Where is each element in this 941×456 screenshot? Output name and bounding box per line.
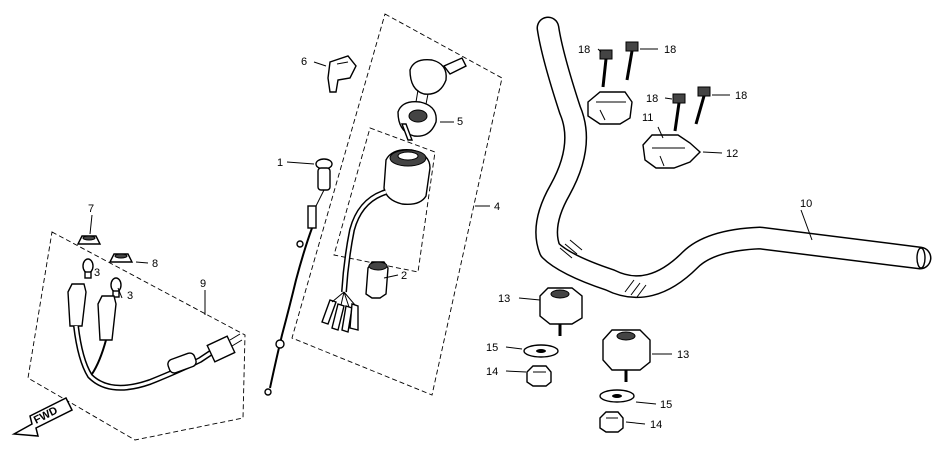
callout-18b: 18 [664, 44, 676, 56]
callout-8: 8 [152, 258, 158, 270]
callout-2: 2 [401, 270, 407, 282]
wire-harness [67, 283, 243, 391]
handlebar [535, 16, 932, 299]
bolt-18c [672, 93, 686, 132]
upper-holder [642, 134, 702, 169]
switch-cover [365, 261, 389, 299]
key [327, 55, 357, 93]
choke-cable [264, 158, 333, 396]
bulb-3b [110, 277, 122, 298]
bulb-3a [82, 258, 94, 279]
lower-holder-left [539, 287, 583, 336]
callout-numbers: 1 2 3 3 4 5 6 7 8 9 10 11 12 13 13 14 14… [88, 44, 812, 431]
callout-3b: 3 [127, 290, 133, 302]
socket-cover-7 [76, 235, 102, 245]
socket-8 [108, 253, 134, 263]
upper-holder-rear [587, 91, 633, 125]
callout-18a: 18 [578, 44, 590, 56]
callout-15b: 15 [660, 399, 672, 411]
callout-7: 7 [88, 203, 94, 215]
leader-lines [89, 48, 813, 425]
callout-1: 1 [277, 157, 283, 169]
callout-12: 12 [726, 148, 738, 160]
callout-4: 4 [494, 201, 500, 213]
callout-13a: 13 [498, 293, 510, 305]
ignition-switch-body [321, 149, 431, 333]
callout-15a: 15 [486, 342, 498, 354]
washer-left [523, 344, 559, 358]
callout-10: 10 [800, 198, 812, 210]
callout-9: 9 [200, 278, 206, 290]
washer-right [599, 389, 635, 403]
callout-11: 11 [642, 112, 653, 124]
bolt-18a [599, 49, 613, 88]
fwd-arrow: FWD [11, 396, 74, 437]
nut-right [599, 411, 624, 433]
callout-14b: 14 [650, 419, 662, 431]
callout-5: 5 [457, 116, 463, 128]
lower-holder-right [602, 329, 651, 382]
nut-left [526, 365, 552, 387]
callout-3a: 3 [94, 267, 100, 279]
bolt-18d [694, 86, 711, 125]
callout-18c: 18 [646, 93, 658, 105]
ignition-switch-group-frame [291, 13, 503, 396]
harness-group-frame [27, 231, 246, 441]
switch-subgroup-frame [333, 127, 436, 273]
callout-13b: 13 [677, 349, 689, 361]
key-cylinder-with-key [397, 57, 467, 141]
bolt-18b [625, 41, 639, 81]
callout-6: 6 [301, 56, 307, 68]
callout-14a: 14 [486, 366, 498, 378]
callout-18d: 18 [735, 90, 747, 102]
